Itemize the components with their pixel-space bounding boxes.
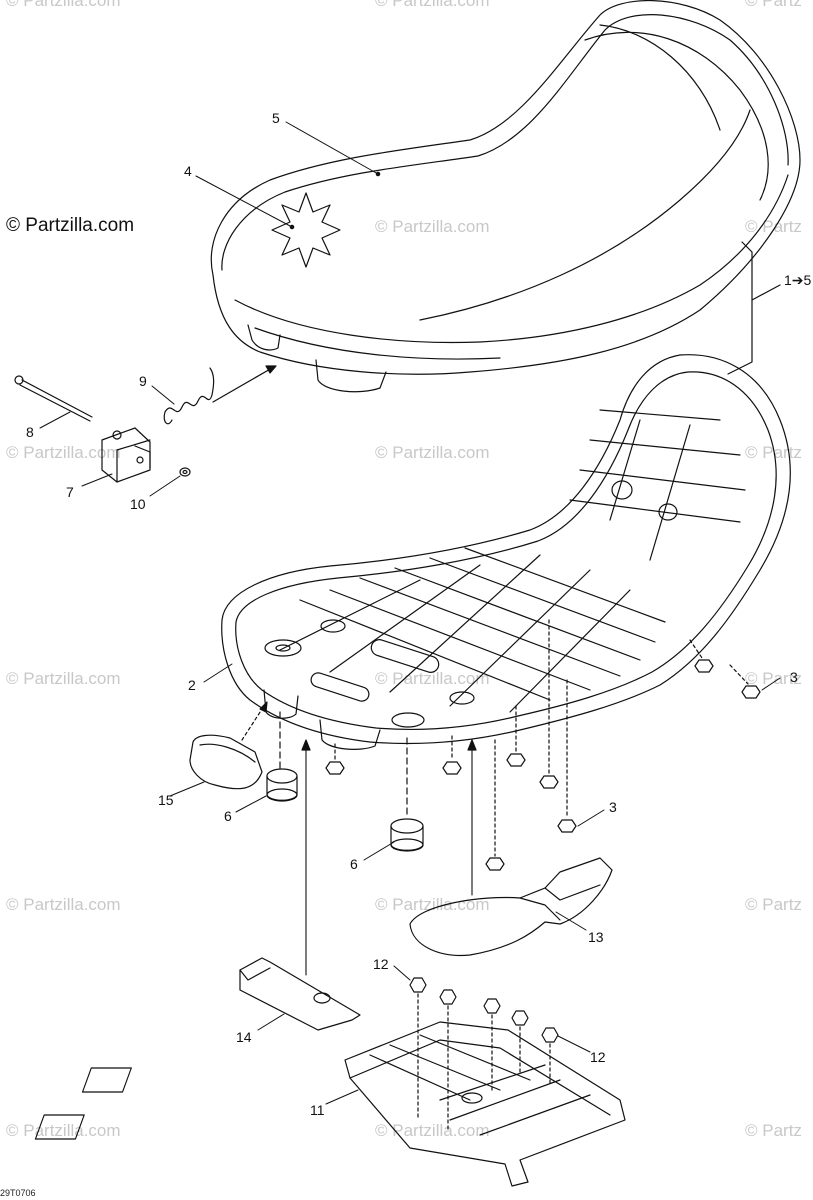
callout-10: 10: [130, 496, 146, 512]
callout-3: 3: [609, 799, 617, 815]
leader-line: [751, 284, 781, 301]
pin: [14, 375, 93, 422]
copyright-notice: © Partzilla.com: [6, 215, 135, 236]
watermark: © Partz: [745, 0, 802, 10]
flange-nut: [483, 998, 501, 1091]
skid-plate: [34, 1021, 626, 1187]
watermark: © Partzilla.com: [375, 443, 490, 462]
lower-shield: [239, 957, 361, 1031]
arrow-head-icon: [259, 701, 268, 713]
spring: [163, 367, 215, 425]
watermark: © Partz: [745, 217, 802, 236]
watermark: © Partzilla.com: [6, 669, 121, 688]
bumper: [189, 734, 263, 790]
callout-11: 11: [310, 1102, 325, 1118]
callout-2: 2: [188, 677, 196, 693]
watermark: © Partzilla.com: [375, 669, 490, 688]
arrow-head-icon: [301, 739, 311, 751]
callout-6: 6: [224, 808, 232, 824]
assembly-bracket: [727, 241, 753, 375]
screw: [689, 639, 714, 673]
document-id: 29T0706: [0, 1188, 36, 1198]
heat-shield: [409, 857, 613, 957]
latch-bracket: [101, 427, 151, 483]
callout-4: 4: [184, 163, 192, 179]
assembly-arrow: [212, 367, 273, 403]
watermark: © Partzilla.com: [6, 895, 121, 914]
leader-lines: [39, 121, 781, 1105]
screw: [442, 735, 462, 775]
seat-cushion: [210, 0, 801, 393]
watermark: © Partz: [745, 669, 802, 688]
callout-9: 9: [139, 373, 147, 389]
watermark: © Partzilla.com: [375, 1121, 490, 1140]
watermark: © Partzilla.com: [375, 0, 490, 10]
screw: [729, 664, 761, 699]
callout-12: 12: [590, 1049, 606, 1065]
watermark: © Partzilla.com: [6, 443, 121, 462]
screw: [557, 679, 577, 833]
watermark: © Partz: [745, 895, 802, 914]
watermark: © Partzilla.com: [375, 217, 490, 236]
seat-base: [221, 354, 791, 750]
screw: [506, 705, 526, 767]
arrow-head-icon: [467, 739, 477, 751]
callout-6: 6: [350, 856, 358, 872]
callout-13: 13: [588, 929, 604, 945]
flange-nut: [541, 1027, 559, 1086]
flange-nut: [511, 1010, 529, 1076]
flange-nut: [409, 977, 427, 1121]
callout-14: 14: [236, 1029, 252, 1045]
grommet: [266, 768, 298, 802]
grommet: [390, 818, 424, 852]
callout-8: 8: [26, 424, 34, 440]
screw: [539, 619, 559, 789]
flange-nut: [439, 989, 457, 1131]
nut: [179, 467, 191, 477]
seat-emblem: [271, 192, 341, 268]
screw: [325, 743, 345, 775]
callout-7: 7: [66, 484, 74, 500]
callout-5: 5: [272, 110, 280, 126]
watermark: © Partz: [745, 1121, 802, 1140]
screw: [485, 739, 505, 871]
callout-3: 3: [790, 669, 798, 685]
callout-15: 15: [158, 792, 174, 808]
callout-12: 12: [373, 956, 389, 972]
arrow-head-icon: [265, 365, 277, 374]
callout-1-to-5: 1➔5: [784, 272, 812, 288]
watermark: © Partzilla.com: [375, 895, 490, 914]
watermark: © Partzilla.com: [6, 0, 121, 10]
watermark: © Partzilla.com: [6, 1121, 121, 1140]
